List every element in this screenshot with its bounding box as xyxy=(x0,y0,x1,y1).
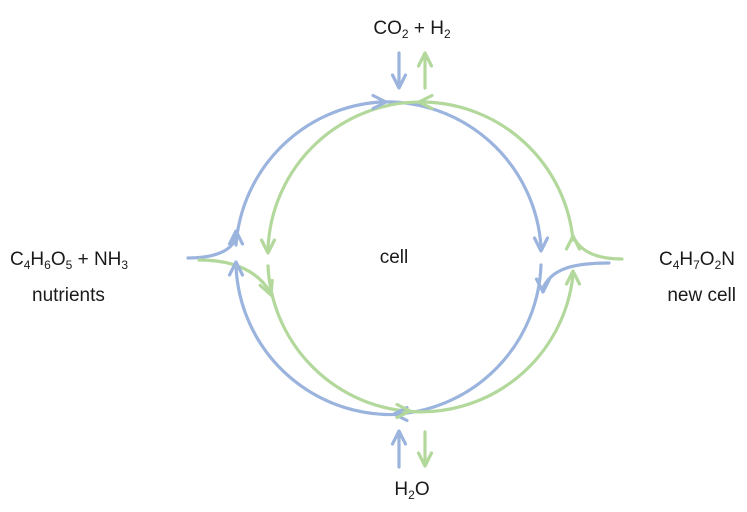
subscript: 4 xyxy=(672,258,680,272)
subscript: 4 xyxy=(23,258,31,272)
reverse-arrowhead xyxy=(416,451,434,468)
reverse-arrowheads xyxy=(258,51,582,468)
formula-text: + NH xyxy=(72,249,122,270)
reverse-arc-top-left xyxy=(266,100,427,251)
reverse-arrowhead xyxy=(395,402,412,420)
forward-arc-right-bottom xyxy=(396,263,543,416)
cell-label: cell xyxy=(379,247,409,268)
formula-text: + H xyxy=(408,18,444,39)
formula-text: H xyxy=(30,249,45,270)
formula-text: N xyxy=(721,249,735,270)
forward-arrowhead xyxy=(534,277,552,294)
subscript: 2 xyxy=(443,27,451,41)
forward-arrowhead xyxy=(227,260,245,277)
reverse-arrowhead xyxy=(416,51,434,68)
forward-arc-left-top xyxy=(234,100,382,247)
formula-text: O xyxy=(414,479,430,500)
new-cell-formula: C4H7O2N xyxy=(659,249,735,271)
forward-arrowhead xyxy=(371,93,388,111)
formula-text: H xyxy=(394,479,409,500)
reverse-arrowhead xyxy=(258,278,274,297)
reverse-arc-left-bottom xyxy=(266,264,407,413)
reverse-arc-right-top xyxy=(423,100,575,242)
reverse-arc-bottom-right xyxy=(403,273,575,414)
formula-text: O xyxy=(699,249,715,270)
subscript: 2 xyxy=(401,27,409,41)
forward-arrowhead xyxy=(392,405,409,423)
subscript: 2 xyxy=(714,258,722,272)
forward-arrowhead xyxy=(390,73,408,90)
reverse-arrowhead xyxy=(417,93,434,111)
subscript: 6 xyxy=(44,258,51,272)
forward-arc-bottom-left xyxy=(234,264,406,417)
forward-input-left xyxy=(186,235,238,260)
forward-arrowheads xyxy=(227,73,552,446)
nutrients-caption: nutrients xyxy=(32,285,105,306)
formula-text: CO xyxy=(373,18,402,39)
subscript: 3 xyxy=(121,258,129,272)
reverse-arrowhead xyxy=(259,238,277,255)
gas-label-top: CO2 + H2 xyxy=(373,18,450,40)
nutrients-formula: C4H6O5 + NH3 xyxy=(10,249,128,271)
reverse-arrowhead xyxy=(564,269,582,286)
subscript: 5 xyxy=(65,258,73,272)
subscript: 7 xyxy=(693,258,700,272)
reverse-arrowhead xyxy=(564,234,582,251)
reverse-output-left xyxy=(197,258,272,294)
formula-text: C xyxy=(658,249,673,270)
new-cell-caption: new cell xyxy=(667,285,736,306)
water-label-bottom: H2O xyxy=(394,479,429,501)
reverse-cycle xyxy=(197,51,624,468)
formula-text: C xyxy=(10,249,24,270)
forward-arrowhead xyxy=(532,236,550,253)
forward-arrowhead xyxy=(227,229,245,246)
forward-arrowhead xyxy=(390,429,408,446)
forward-arc-top-right xyxy=(378,100,543,249)
forward-cycle xyxy=(186,51,611,469)
subscript: 2 xyxy=(408,488,415,502)
formula-text: H xyxy=(679,249,694,270)
formula-text: O xyxy=(50,249,66,270)
